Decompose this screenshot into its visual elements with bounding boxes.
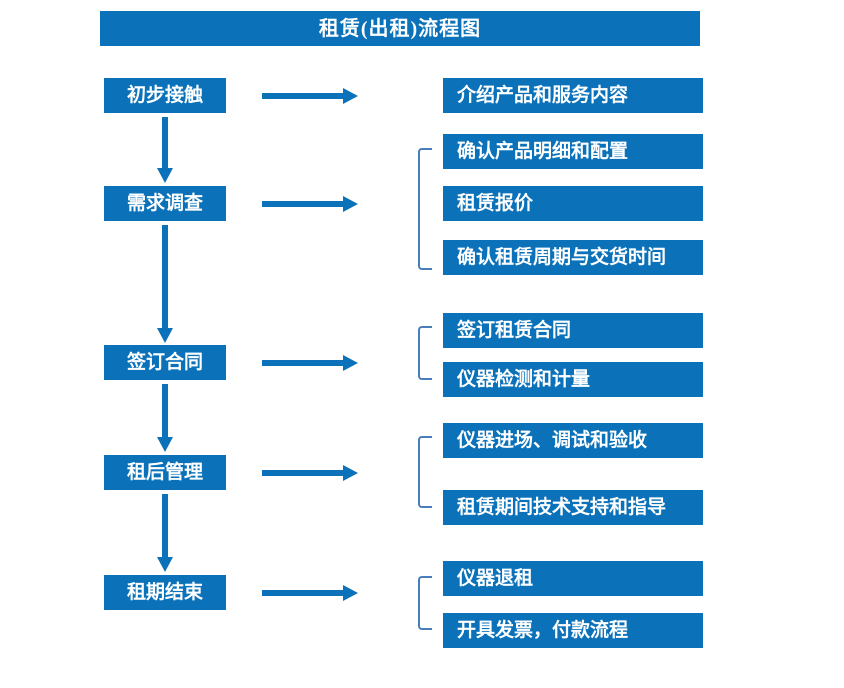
detail-node-6[interactable]: 仪器检测和计量 bbox=[443, 362, 703, 397]
horizontal-arrow-3 bbox=[262, 355, 358, 371]
stage-node-3[interactable]: 签订合同 bbox=[104, 345, 226, 380]
arrow-head-right-icon bbox=[343, 88, 358, 104]
stage-node-label: 初步接触 bbox=[126, 85, 203, 106]
stage-node-label: 租期结束 bbox=[126, 582, 203, 603]
detail-node-2[interactable]: 确认产品明细和配置 bbox=[443, 134, 703, 169]
stage-node-label: 需求调查 bbox=[126, 193, 203, 214]
arrow-head-down-icon bbox=[157, 328, 173, 343]
detail-node-5[interactable]: 签订租赁合同 bbox=[443, 313, 703, 348]
group-bracket-1 bbox=[418, 148, 432, 270]
arrow-shaft bbox=[162, 225, 168, 328]
stage-node-label: 签订合同 bbox=[126, 352, 203, 373]
horizontal-arrow-2 bbox=[262, 196, 358, 212]
detail-node-1[interactable]: 介绍产品和服务内容 bbox=[443, 78, 703, 113]
stage-node-1[interactable]: 初步接触 bbox=[104, 78, 226, 113]
group-bracket-2 bbox=[418, 326, 432, 380]
arrow-shaft bbox=[262, 590, 344, 596]
arrow-head-right-icon bbox=[343, 355, 358, 371]
detail-node-label: 确认产品明细和配置 bbox=[457, 141, 629, 162]
arrow-shaft bbox=[262, 470, 344, 476]
detail-node-label: 签订租赁合同 bbox=[457, 320, 572, 341]
vertical-arrow-1 bbox=[157, 117, 173, 183]
detail-node-10[interactable]: 开具发票，付款流程 bbox=[443, 613, 703, 648]
arrow-shaft bbox=[162, 117, 168, 168]
detail-node-label: 租赁报价 bbox=[457, 193, 534, 214]
detail-node-8[interactable]: 租赁期间技术支持和指导 bbox=[443, 490, 703, 525]
detail-node-label: 开具发票，付款流程 bbox=[457, 620, 629, 641]
arrow-head-down-icon bbox=[157, 557, 173, 572]
group-bracket-4 bbox=[418, 576, 432, 630]
arrow-shaft bbox=[162, 494, 168, 557]
horizontal-arrow-5 bbox=[262, 585, 358, 601]
stage-node-5[interactable]: 租期结束 bbox=[104, 575, 226, 610]
detail-node-9[interactable]: 仪器退租 bbox=[443, 561, 703, 596]
detail-node-3[interactable]: 租赁报价 bbox=[443, 186, 703, 221]
vertical-arrow-4 bbox=[157, 494, 173, 572]
arrow-head-down-icon bbox=[157, 168, 173, 183]
stage-node-label: 租后管理 bbox=[126, 462, 203, 483]
arrow-shaft bbox=[262, 93, 344, 99]
detail-node-label: 租赁期间技术支持和指导 bbox=[457, 497, 667, 518]
detail-node-label: 仪器检测和计量 bbox=[457, 369, 591, 390]
detail-node-label: 仪器退租 bbox=[457, 568, 534, 589]
vertical-arrow-3 bbox=[157, 384, 173, 452]
horizontal-arrow-4 bbox=[262, 465, 358, 481]
detail-node-7[interactable]: 仪器进场、调试和验收 bbox=[443, 423, 703, 458]
page-title: 租赁(出租)流程图 bbox=[318, 17, 482, 40]
arrow-head-down-icon bbox=[157, 437, 173, 452]
arrow-head-right-icon bbox=[343, 465, 358, 481]
vertical-arrow-2 bbox=[157, 225, 173, 343]
chart-title-bar: 租赁(出租)流程图 bbox=[100, 11, 700, 46]
arrow-head-right-icon bbox=[343, 196, 358, 212]
horizontal-arrow-1 bbox=[262, 88, 358, 104]
arrow-head-right-icon bbox=[343, 585, 358, 601]
detail-node-label: 确认租赁周期与交货时间 bbox=[457, 247, 667, 268]
arrow-shaft bbox=[162, 384, 168, 437]
stage-node-4[interactable]: 租后管理 bbox=[104, 455, 226, 490]
detail-node-label: 介绍产品和服务内容 bbox=[457, 85, 629, 106]
group-bracket-3 bbox=[418, 436, 432, 508]
detail-node-label: 仪器进场、调试和验收 bbox=[457, 430, 648, 451]
arrow-shaft bbox=[262, 201, 344, 207]
detail-node-4[interactable]: 确认租赁周期与交货时间 bbox=[443, 240, 703, 275]
stage-node-2[interactable]: 需求调查 bbox=[104, 186, 226, 221]
arrow-shaft bbox=[262, 360, 344, 366]
